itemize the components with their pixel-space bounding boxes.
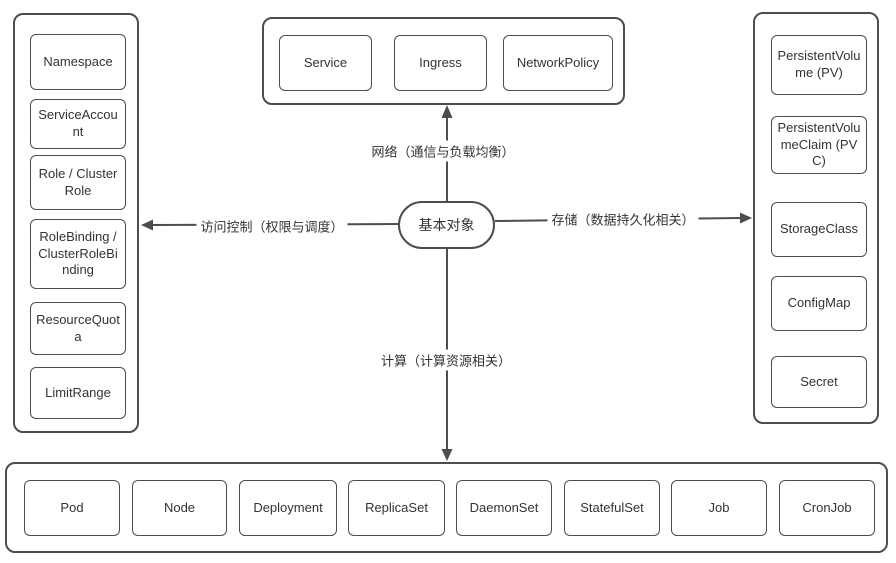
node-job: Job [671, 480, 767, 536]
node-resourcequota: ResourceQuota [30, 302, 126, 355]
edge-label-network: 网络（通信与负载均衡） [367, 140, 519, 162]
node-daemonset: DaemonSet [456, 480, 552, 536]
group-storage: PersistentVolume (PV) PersistentVolumeCl… [753, 12, 879, 424]
arrowhead-access-control [141, 219, 153, 231]
node-rolebinding-clusterrolebinding: RoleBinding / ClusterRoleBinding [30, 219, 126, 289]
edge-label-storage: 存储（数据持久化相关） [547, 208, 699, 230]
node-ingress: Ingress [394, 35, 487, 91]
node-replicaset: ReplicaSet [348, 480, 445, 536]
node-secret: Secret [771, 356, 867, 408]
node-persistentvolume: PersistentVolume (PV) [771, 35, 867, 95]
node-node: Node [132, 480, 227, 536]
arrowhead-storage [740, 212, 752, 224]
edge-label-compute: 计算（计算资源相关） [376, 349, 516, 371]
node-statefulset: StatefulSet [564, 480, 660, 536]
group-access-control: Namespace ServiceAccount Role / ClusterR… [13, 13, 139, 433]
node-cronjob: CronJob [779, 480, 875, 536]
node-configmap: ConfigMap [771, 276, 867, 331]
node-role-clusterrole: Role / ClusterRole [30, 155, 126, 210]
node-persistentvolumeclaim: PersistentVolumeClaim (PVC) [771, 116, 867, 174]
arrowhead-compute [441, 449, 453, 461]
node-basic-objects: 基本对象 [398, 201, 495, 249]
node-pod: Pod [24, 480, 120, 536]
arrowhead-network [441, 105, 453, 118]
node-storageclass: StorageClass [771, 202, 867, 257]
node-service: Service [279, 35, 372, 91]
node-serviceaccount: ServiceAccount [30, 99, 126, 149]
group-compute: Pod Node Deployment ReplicaSet DaemonSet… [5, 462, 888, 553]
node-networkpolicy: NetworkPolicy [503, 35, 613, 91]
node-limitrange: LimitRange [30, 367, 126, 419]
node-deployment: Deployment [239, 480, 337, 536]
group-network: Service Ingress NetworkPolicy [262, 17, 625, 105]
node-namespace: Namespace [30, 34, 126, 90]
edge-label-access-control: 访问控制（权限与调度） [196, 215, 348, 237]
